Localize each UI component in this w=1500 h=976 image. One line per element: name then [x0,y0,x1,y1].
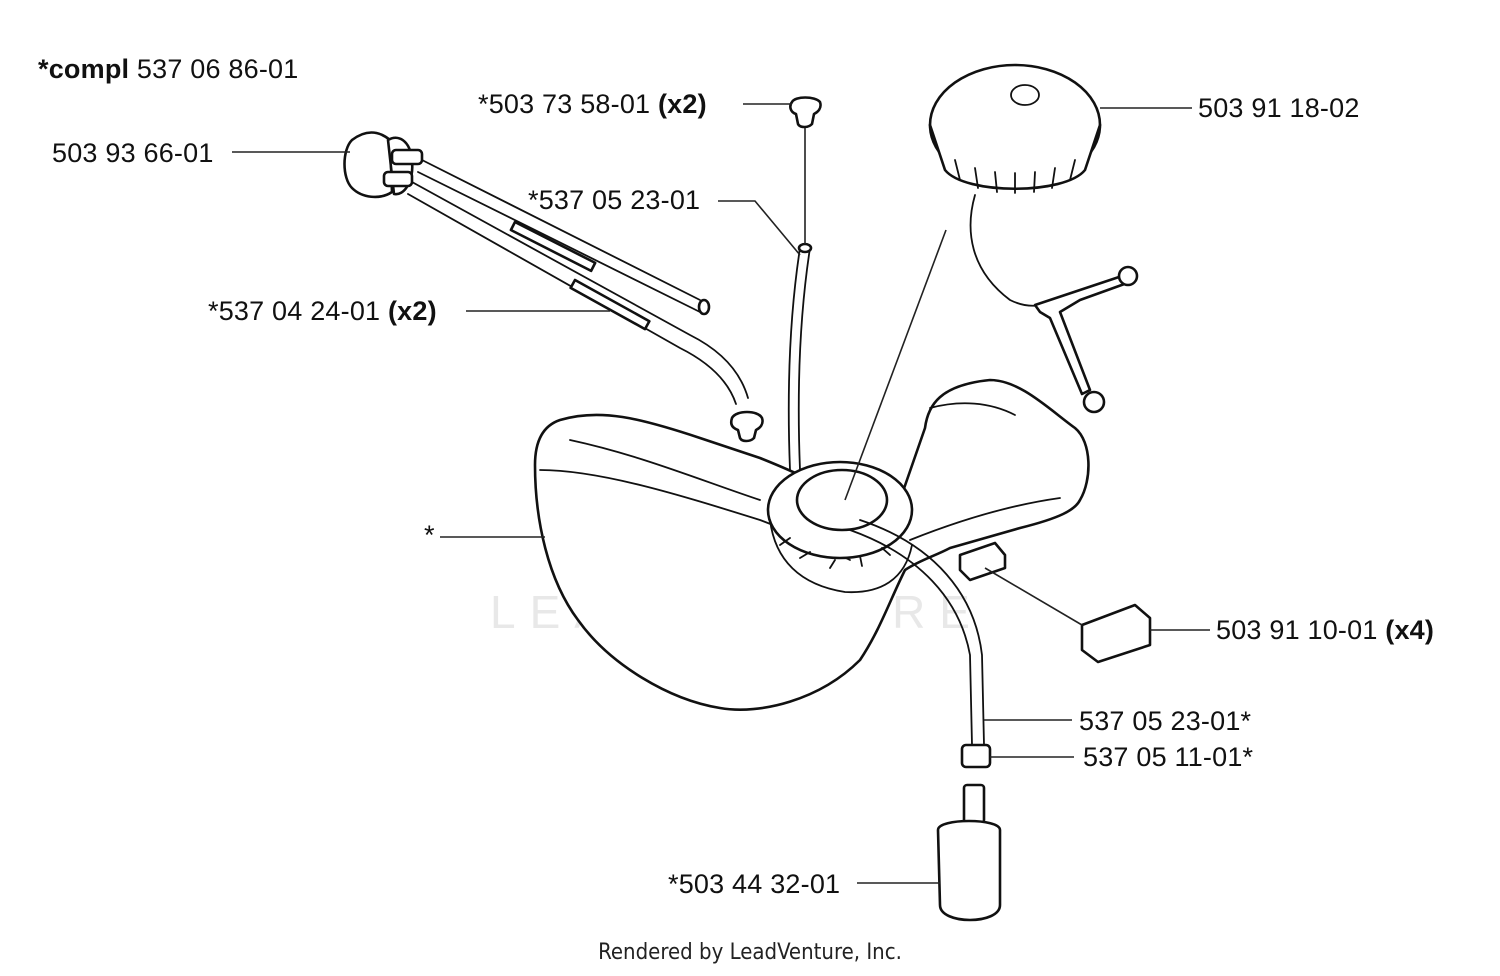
fuel-filter-label: *503 44 32-01 [668,869,841,899]
filler-neck [766,460,914,594]
vent-hose-label: *537 05 23-01 [528,185,701,215]
fuel-cap [928,63,1139,414]
rubber-mount [958,541,1152,664]
assembly-prefix: *compl [38,54,130,84]
primer-bulb-label: 503 93 66-01 [52,138,214,168]
grommet-qty: (x2) [657,89,707,119]
fuel-hose-label: 537 05 23-01* [1079,706,1252,736]
fuel-hoses-number: *537 04 24-01 [208,296,381,326]
grommet-label: *503 73 58-01 (x2) [478,89,707,119]
vent-hose-line [787,242,813,471]
rubber-mount-qty: (x4) [1385,615,1435,645]
fuel-hose-lines [407,159,749,405]
fuel-hoses-label: *537 04 24-01 (x2) [208,296,437,326]
assembly-label: *compl 537 06 86-01 [38,54,298,84]
assembly-number: 537 06 86-01 [136,54,299,84]
primer-bulb [343,131,424,199]
fuel-hoses-qty: (x2) [387,296,437,326]
grommet-number: *503 73 58-01 [478,89,651,119]
leader-lines [232,103,1210,884]
hose-clamp-label: 537 05 11-01* [1083,742,1254,772]
rubber-mount-number: 503 91 10-01 [1216,615,1378,645]
tank-label: * [424,520,435,550]
rubber-mount-label: 503 91 10-01 (x4) [1216,615,1434,645]
grommet-parts [729,96,822,443]
fuel-cap-label: 503 91 18-02 [1198,93,1360,123]
footer-credit: Rendered by LeadVenture, Inc. [598,940,902,965]
fuel-line [849,519,1002,922]
